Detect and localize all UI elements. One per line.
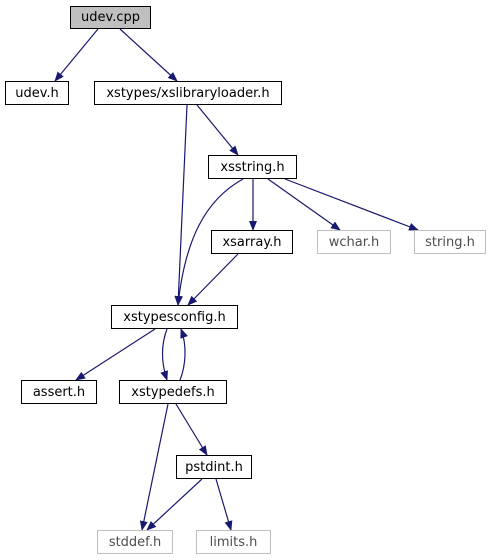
node-limits-h: limits.h: [196, 530, 271, 554]
edge-pstdint-h-to-stddef-h: [146, 478, 203, 531]
edge-xsstring-h-to-wchar-h: [267, 178, 341, 231]
edge-xsstring-h-to-string-h: [284, 178, 419, 231]
node-xslibraryloader-h[interactable]: xstypes/xslibraryloader.h: [94, 81, 282, 105]
node-assert-h: assert.h: [21, 380, 97, 404]
edge-xslibraryloader-h-to-xsstring-h: [196, 104, 239, 156]
edge-xsstring-h-to-xstypesconfig-h: [174, 178, 244, 306]
edge-xstypedefs-h-to-pstdint-h: [175, 403, 208, 456]
node-xsstring-h[interactable]: xsstring.h: [208, 155, 297, 179]
node-udev-cpp: udev.cpp: [70, 6, 151, 29]
node-wchar-h: wchar.h: [317, 230, 391, 254]
edge-xstypesconfig-h-to-assert-h: [75, 328, 156, 381]
node-xsarray-h[interactable]: xsarray.h: [211, 230, 293, 254]
edge-xstypedefs-h-to-stddef-h: [139, 403, 169, 531]
node-string-h: string.h: [414, 230, 486, 254]
node-pstdint-h[interactable]: pstdint.h: [176, 455, 252, 479]
edge-xslibraryloader-h-to-xstypesconfig-h: [174, 104, 188, 306]
edge-xstypedefs-h-to-xstypesconfig-h: [179, 328, 188, 381]
edge-xstypesconfig-h-to-xstypedefs-h: [160, 328, 168, 381]
edge-pstdint-h-to-limits-h: [215, 478, 233, 531]
edge-udev-cpp-to-udev-h: [54, 28, 99, 82]
node-xstypesconfig-h[interactable]: xstypesconfig.h: [111, 305, 238, 329]
node-xstypedefs-h[interactable]: xstypedefs.h: [119, 380, 227, 404]
edge-udev-cpp-to-xslibraryloader-h: [119, 28, 178, 82]
edge-xsarray-h-to-xstypesconfig-h: [187, 253, 239, 306]
node-udev-h[interactable]: udev.h: [5, 81, 69, 105]
node-stddef-h: stddef.h: [97, 530, 173, 554]
